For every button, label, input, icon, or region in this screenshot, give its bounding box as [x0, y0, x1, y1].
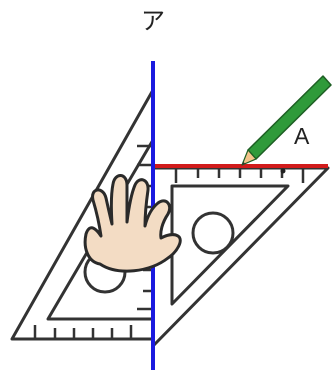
line-label-a: ア — [141, 7, 165, 35]
point-label-a: A — [294, 123, 310, 149]
pencil-icon — [241, 75, 332, 166]
right-set-square-outline — [151, 166, 330, 348]
hand-icon — [83, 174, 182, 273]
point-a-dot — [280, 168, 286, 174]
right-set-square — [151, 166, 330, 348]
right-set-square-hole — [191, 211, 235, 255]
